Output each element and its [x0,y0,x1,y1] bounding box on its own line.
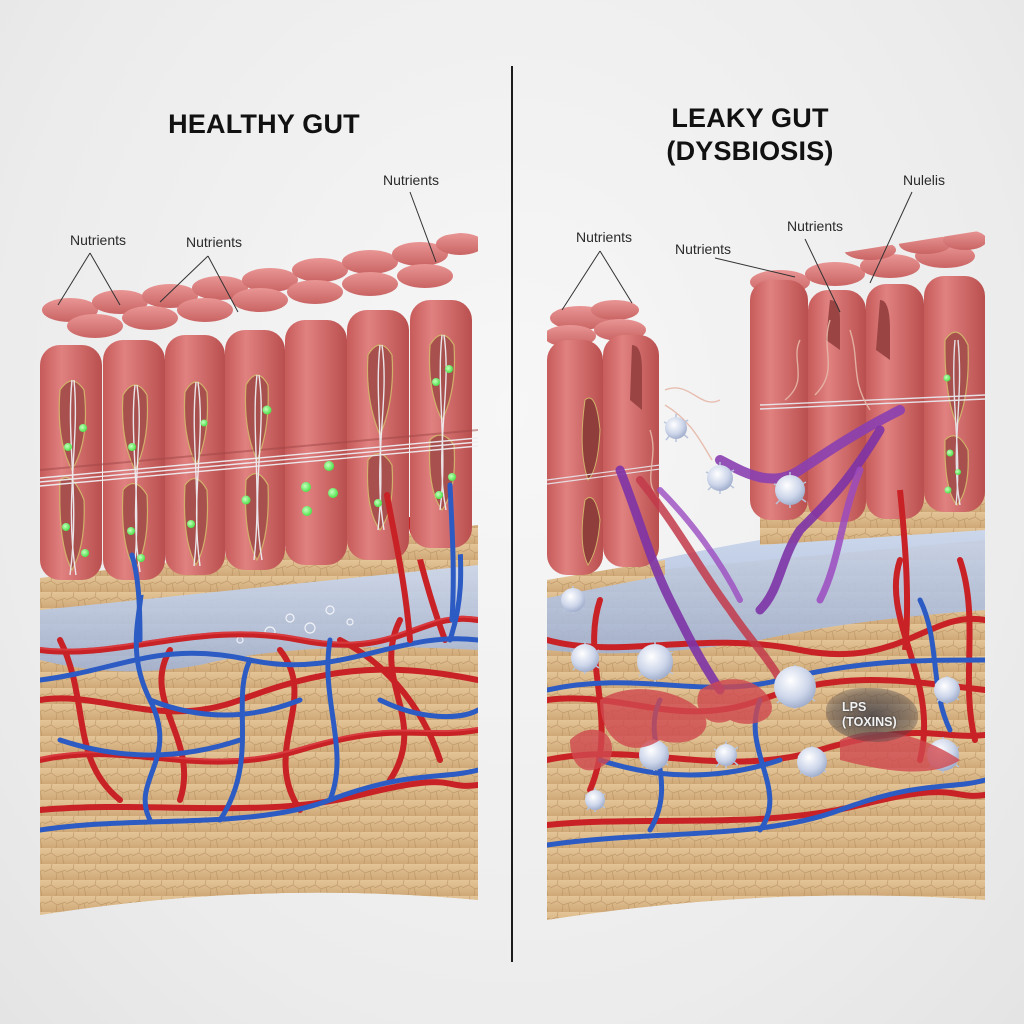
nutrients-label: Nutrients [787,218,844,234]
leaky-gut-title-line2: (DYSBIOSIS) [666,135,834,166]
right-leader-lines [561,191,913,313]
lps-label-line1: LPS [842,700,867,714]
nutrients-label: Nutrients [675,241,732,257]
cell-tops [42,233,478,338]
blood-vessel-network [40,477,478,833]
healthy-gut-tissue [40,233,478,915]
bacteria-invasion [615,405,905,695]
leaky-gut-title-line1: LEAKY GUT [671,103,829,133]
nutrients-label: Nutrients [186,234,243,250]
immune-cell [584,788,606,812]
nulelis-label: Nulelis [903,172,946,188]
epithelial-cell [347,310,409,560]
leaky-gut-title: LEAKY GUT (DYSBIOSIS) [600,102,900,168]
damaged-epithelial-cells-right [750,230,985,651]
lps-label-line2: (TOXINS) [842,715,897,729]
epithelial-cells [40,300,472,580]
leaky-gut-tissue [547,230,985,920]
immune-cell [663,414,689,442]
immune-cell [774,665,816,709]
nutrients-label: Nutrients [70,232,127,248]
healthy-gut-title: HEALTHY GUT [168,109,360,139]
epithelial-cell [40,345,102,580]
left-leader-lines [57,191,437,313]
lps-toxin-cloud [826,688,918,742]
submucosa-layer [547,820,985,920]
panel-divider [511,66,513,962]
lps-toxins-label: LPS (TOXINS) [842,700,897,730]
nutrients-label: Nutrients [383,172,440,188]
epithelial-cell [285,320,347,565]
lymph-layer [547,520,985,654]
submucosa-layer [40,815,478,915]
tight-junctions [40,334,478,576]
immune-cell [705,462,735,494]
damaged-epithelial-cells-left [547,300,665,598]
immune-cell [797,746,827,778]
epithelial-cell [410,300,472,548]
immune-cell [560,586,586,614]
nutrient-particles [62,365,456,562]
veins [40,477,478,833]
nutrients-label: Nutrients [576,229,633,245]
immune-cell [639,739,669,771]
immune-cell [934,676,960,704]
immune-cell [570,642,600,674]
immune-cells [560,414,960,812]
immune-cell [636,642,674,682]
immune-cell [773,472,807,508]
immune-cell [713,741,739,769]
